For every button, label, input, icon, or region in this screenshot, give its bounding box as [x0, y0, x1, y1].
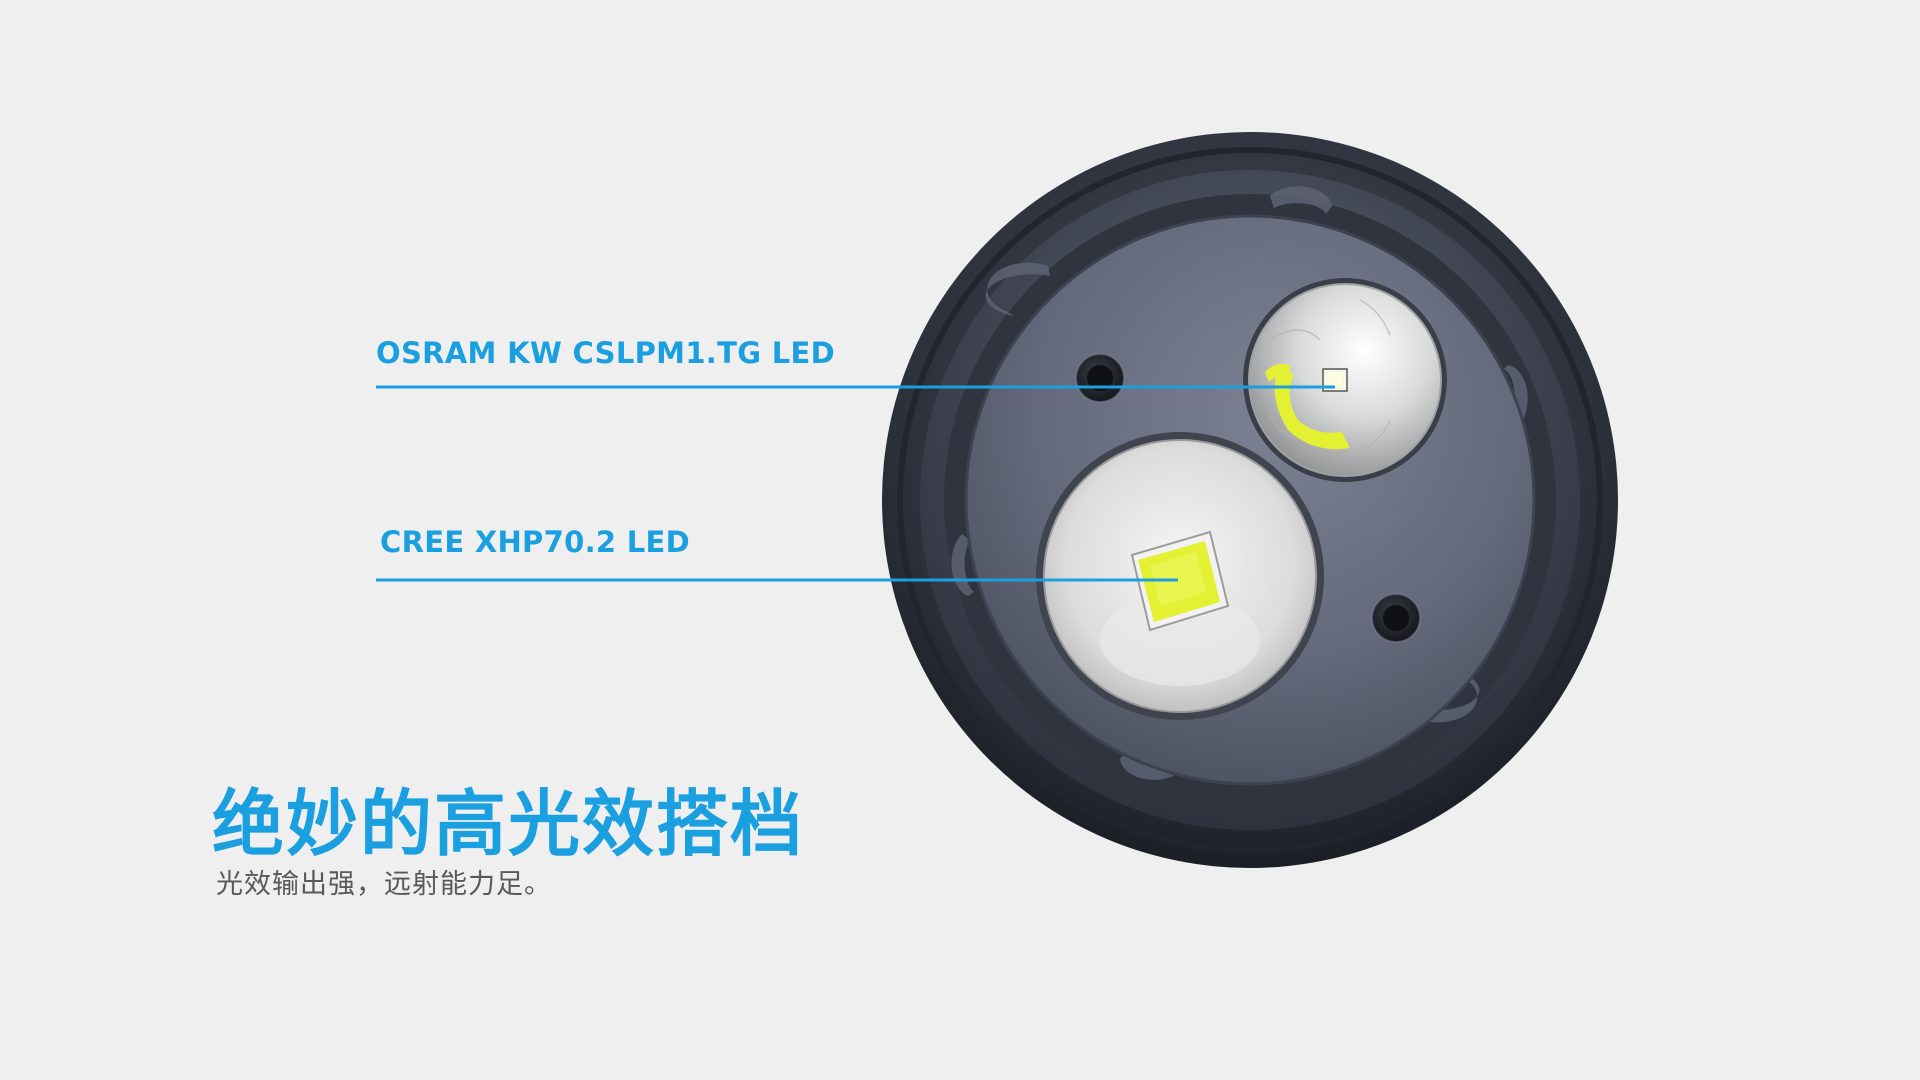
- osram-reflector: [1243, 278, 1447, 482]
- cree-lens: [1036, 432, 1324, 720]
- osram-led-label: OSRAM KW CSLPM1.TG LED: [376, 336, 835, 370]
- cree-led-label: CREE XHP70.2 LED: [380, 525, 691, 559]
- screw-left: [1075, 353, 1125, 403]
- screw-right: [1371, 593, 1421, 643]
- page-headline: 绝妙的高光效搭档: [212, 782, 805, 866]
- page-subheadline: 光效输出强，远射能力足。: [216, 869, 552, 900]
